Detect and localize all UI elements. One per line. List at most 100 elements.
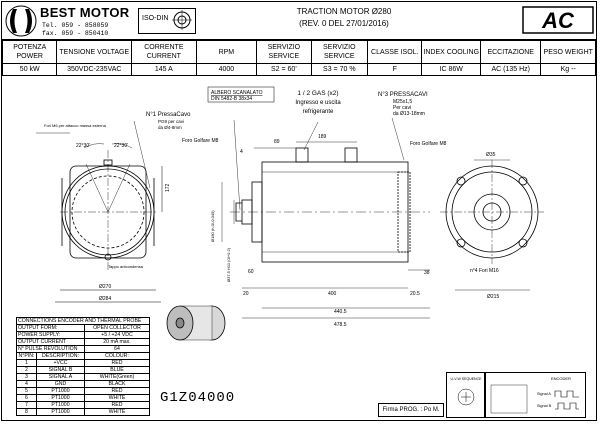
table-cell: 6 bbox=[16, 394, 37, 402]
connections-meta-value: +5 / +24 VDC bbox=[84, 331, 150, 339]
spec-header-cell: TENSIONE VOLTAGE bbox=[56, 40, 133, 64]
side-view bbox=[221, 117, 430, 319]
gas-title: 1 / 2 GAS (x2) bbox=[297, 90, 338, 97]
encoder-diagram: ENCODER Signal A Signal B bbox=[490, 376, 579, 414]
table-cell: +VCC bbox=[36, 359, 85, 367]
brand-tel: Tel. 059 - 858059 bbox=[42, 22, 109, 29]
n1-title: N°1 PressaCavo bbox=[146, 112, 191, 118]
iso-projection-box: ISO-DIN bbox=[138, 8, 196, 34]
table-cell: SIGNAL A bbox=[36, 373, 85, 381]
front-dim-284: Ø284 bbox=[99, 296, 111, 302]
side-dim-189: 189 bbox=[318, 134, 327, 140]
spec-header-cell: PESO WEIGHT bbox=[540, 40, 596, 64]
table-cell: BLUE bbox=[84, 366, 150, 374]
iso-label: ISO-DIN bbox=[142, 15, 169, 22]
side-dim-20: 20 bbox=[243, 291, 249, 297]
n3-title: N°3 PRESSACAVI bbox=[378, 92, 428, 98]
side-dim-375: Ø37.5 H11 (0/+0.2) bbox=[226, 247, 231, 282]
table-cell: WHITE bbox=[84, 394, 150, 402]
spec-value-cell: 4000 bbox=[195, 63, 258, 76]
title-line-2: (REV. 0 DEL 27/01/2016) bbox=[299, 19, 389, 28]
front-dim-172: 172 bbox=[165, 183, 171, 192]
encoder-signal-b: Signal B bbox=[537, 404, 552, 408]
connections-table: CONNECTIONS ENCODER AND THERMAL PROBE OU… bbox=[16, 317, 150, 416]
table-cell: PT1000 bbox=[36, 387, 85, 395]
front-cap-note: Tappo antcondensa bbox=[108, 264, 144, 269]
table-cell: 5 bbox=[16, 387, 37, 395]
drawing-title: TRACTION MOTOR Ø280 (REV. 0 DEL 27/01/20… bbox=[250, 6, 438, 30]
back-view bbox=[440, 159, 544, 291]
table-cell: RED bbox=[84, 359, 150, 367]
front-dim-270: Ø270 bbox=[99, 284, 111, 290]
spec-value-cell: 145 A bbox=[131, 63, 197, 76]
side-dim-4: 4 bbox=[240, 149, 243, 155]
connections-meta-row: POWER SUPPLY:+5 / +24 VDC bbox=[16, 331, 150, 339]
n3-sub3: da Ø13-18mm bbox=[393, 111, 425, 117]
ac-badge: AC bbox=[522, 6, 594, 34]
brand-fax: fax. 059 - 850410 bbox=[42, 30, 109, 37]
ac-badge-text: AC bbox=[541, 8, 575, 33]
table-cell: 2 bbox=[16, 366, 37, 374]
shaft-box bbox=[207, 86, 275, 103]
title-line-1: TRACTION MOTOR Ø280 bbox=[296, 7, 392, 16]
front-angle-right: 22°30' bbox=[114, 143, 128, 149]
table-cell: PT1000 bbox=[36, 394, 85, 402]
spec-value-cell: 50 kW bbox=[1, 63, 58, 76]
table-cell: PT1000 bbox=[36, 408, 85, 416]
connections-meta-value: OPEN COLLECTOR bbox=[84, 324, 150, 332]
table-cell: RED bbox=[84, 401, 150, 409]
table-cell: WHITE bbox=[84, 408, 150, 416]
n3-sub1: M25x1,5 bbox=[393, 99, 412, 105]
spec-value-cell: AC (135 Hz) bbox=[479, 63, 542, 76]
connections-header-cell: COLOUR: bbox=[84, 352, 150, 360]
connections-meta-key: POWER SUPPLY: bbox=[16, 331, 85, 339]
spec-value-cell: F bbox=[367, 63, 423, 76]
front-angle-left: 22°30' bbox=[76, 143, 90, 149]
drawing-number: G1Z04000 bbox=[160, 390, 236, 406]
golfare-right: Foro Golfare M8 bbox=[410, 141, 447, 147]
spec-value-cell: 350VDC-235VAC bbox=[56, 63, 133, 76]
table-cell: 7 bbox=[16, 401, 37, 409]
connections-header-row: N°PIN:DESCRIPTION:COLOUR: bbox=[16, 352, 150, 360]
connections-title: CONNECTIONS ENCODER AND THERMAL PROBE bbox=[16, 317, 150, 325]
n1-sub1: PG9 per cavi bbox=[158, 119, 184, 124]
connections-meta-value: 64 bbox=[84, 345, 150, 353]
side-dim-60: 60 bbox=[248, 269, 254, 275]
spec-header-cell: CLASSE ISOL. bbox=[367, 40, 423, 64]
spec-header-cell: SERVIZIO SERVICE bbox=[256, 40, 312, 64]
n3-sub2: Per cavi bbox=[393, 105, 411, 111]
spec-header-cell: POTENZA POWER bbox=[1, 40, 58, 64]
side-dim-89: 89 bbox=[274, 139, 280, 145]
side-dim-4785: 478.5 bbox=[334, 322, 347, 328]
side-dim-400: 400 bbox=[328, 291, 337, 297]
shaft-spec: DIN 5482-B 38x34 bbox=[211, 96, 252, 102]
golfare-left: Foro Golfare M8 bbox=[182, 138, 219, 144]
gas-sub2: refrigerante bbox=[303, 109, 334, 115]
connections-meta-key: N° PULSE REVOLUTION bbox=[16, 345, 85, 353]
side-dim-180: Ø180 (h.0/-0.040) bbox=[210, 210, 215, 242]
spec-value-cell: IC 86W bbox=[421, 63, 481, 76]
side-dim-4405: 440.5 bbox=[334, 309, 347, 315]
brand-logo: BEST MOTOR Tel. 059 - 858059 fax. 059 - … bbox=[4, 4, 132, 40]
spec-header-cell: RPM bbox=[195, 40, 258, 64]
table-cell: 1 bbox=[16, 359, 37, 367]
spec-header-cell: INDEX COOLING bbox=[421, 40, 481, 64]
table-cell: SIGNAL B bbox=[36, 366, 85, 374]
connections-meta-key: OUTPUT FORM: bbox=[16, 324, 85, 332]
connections-meta-row: OUTPUT FORM:OPEN COLLECTOR bbox=[16, 324, 150, 332]
side-dim-38: 38 bbox=[424, 270, 430, 276]
table-cell: 8 bbox=[16, 408, 37, 416]
